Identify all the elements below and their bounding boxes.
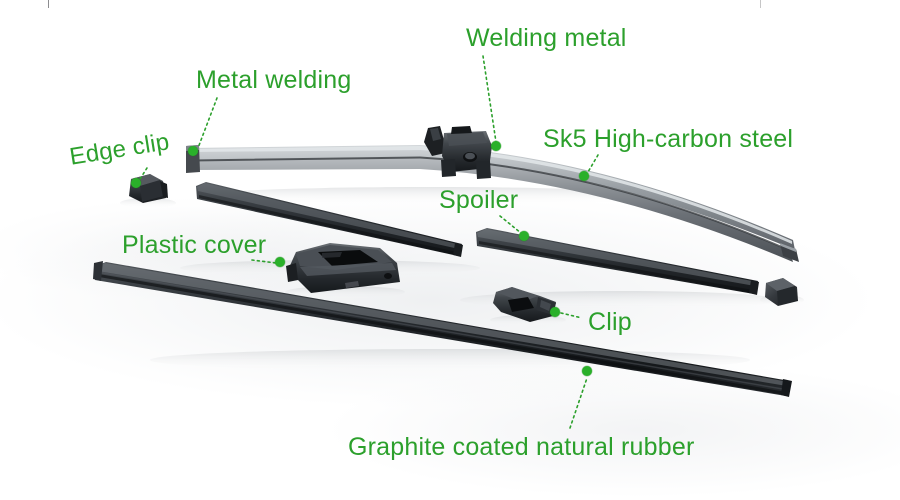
- leader-line-plastic-cover: [251, 259, 277, 264]
- callout-dot-plastic-cover[interactable]: [275, 257, 285, 267]
- leader-line-edge-clip: [139, 167, 148, 180]
- callout-dot-clip[interactable]: [550, 307, 560, 317]
- callout-label-graphite-rubber: Graphite coated natural rubber: [348, 433, 695, 461]
- leader-line-graphite-rubber: [569, 377, 588, 429]
- center-connector-part: [424, 126, 492, 179]
- callout-dot-graphite-rubber[interactable]: [582, 366, 592, 376]
- leader-line-welding-metal: [482, 55, 497, 143]
- leader-line-metal-welding: [197, 97, 218, 149]
- spoiler-right-part: [476, 228, 759, 295]
- callout-dot-sk5-steel[interactable]: [579, 171, 589, 181]
- callout-label-welding-metal: Welding metal: [466, 24, 627, 52]
- callout-label-sk5-steel: Sk5 High-carbon steel: [543, 125, 794, 153]
- callout-dot-welding-metal[interactable]: [491, 141, 501, 151]
- spoiler-left-part: [196, 182, 463, 257]
- rubber-refill-part: [93, 261, 792, 397]
- callout-dot-edge-clip[interactable]: [131, 178, 141, 188]
- callout-label-clip: Clip: [588, 308, 632, 336]
- top-tick-right: [760, 0, 761, 8]
- callout-dot-metal-welding[interactable]: [188, 146, 198, 156]
- leader-line-sk5-steel: [587, 154, 599, 173]
- callout-label-plastic-cover: Plastic cover: [122, 231, 267, 259]
- plastic-cover-part: [286, 243, 400, 293]
- leader-line-clip: [560, 312, 583, 319]
- callout-label-metal-welding: Metal welding: [196, 66, 352, 94]
- callout-dot-spoiler[interactable]: [519, 231, 529, 241]
- callout-label-spoiler: Spoiler: [439, 186, 519, 214]
- spoiler-end-cap-part: [765, 278, 798, 306]
- leader-line-spoiler: [499, 215, 522, 234]
- top-tick-left: [48, 0, 49, 8]
